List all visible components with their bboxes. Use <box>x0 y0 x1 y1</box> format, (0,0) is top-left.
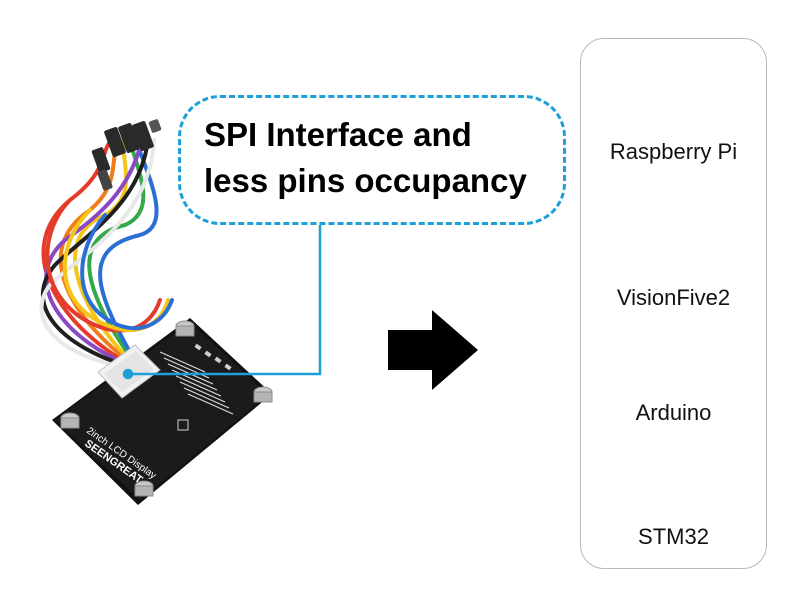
callout-line-1: SPI Interface and <box>204 116 472 153</box>
lcd-display-module: 2inch LCD Display SEENGREAT <box>52 318 273 505</box>
dupont-wire-harness <box>39 138 174 372</box>
board-label-raspberry-pi: Raspberry Pi <box>609 139 738 164</box>
board-label-stm32: STM32 <box>638 524 709 549</box>
board-label-visionfive2: VisionFive2 <box>616 285 731 310</box>
callout-line-2: less pins occupancy <box>204 162 527 199</box>
board-label-arduino: Arduino <box>635 400 712 425</box>
right-arrow-icon <box>388 310 478 390</box>
standoffs <box>60 320 273 497</box>
callout-pointer-line <box>122 224 322 380</box>
dupont-connectors <box>91 119 162 191</box>
smd-components <box>177 343 232 431</box>
callout-text: SPI Interface and less pins occupancy <box>204 112 564 204</box>
compatible-boards-panel <box>580 38 767 569</box>
callout-bubble <box>178 95 566 225</box>
